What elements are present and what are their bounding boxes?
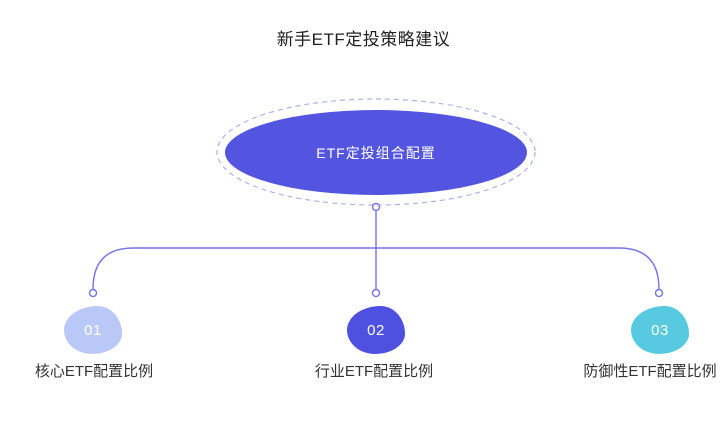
branch-label-defensive-etf[interactable]: 防御性ETF配置比例 (583, 363, 717, 380)
connector-ring-middle (371, 288, 381, 298)
branch-node-03[interactable]: 03 (631, 306, 689, 354)
branch-connector (92, 247, 660, 290)
diagram-title: 新手ETF定投策略建议 (276, 30, 451, 49)
branch-number: 02 (367, 321, 385, 339)
branch-label-sector-etf[interactable]: 行业ETF配置比例 (314, 363, 434, 380)
connector-ring-top (371, 202, 381, 212)
branch-node-02[interactable]: 02 (347, 306, 405, 354)
branch-label-core-etf[interactable]: 核心ETF配置比例 (34, 363, 154, 380)
branch-number: 01 (84, 321, 102, 339)
branch-node-01[interactable]: 01 (64, 306, 122, 354)
connector-ring-right (654, 288, 664, 298)
root-node-label: ETF定投组合配置 (316, 144, 436, 161)
root-node[interactable]: ETF定投组合配置 (225, 110, 527, 195)
connector-ring-left (88, 288, 98, 298)
branch-number: 03 (651, 321, 669, 339)
